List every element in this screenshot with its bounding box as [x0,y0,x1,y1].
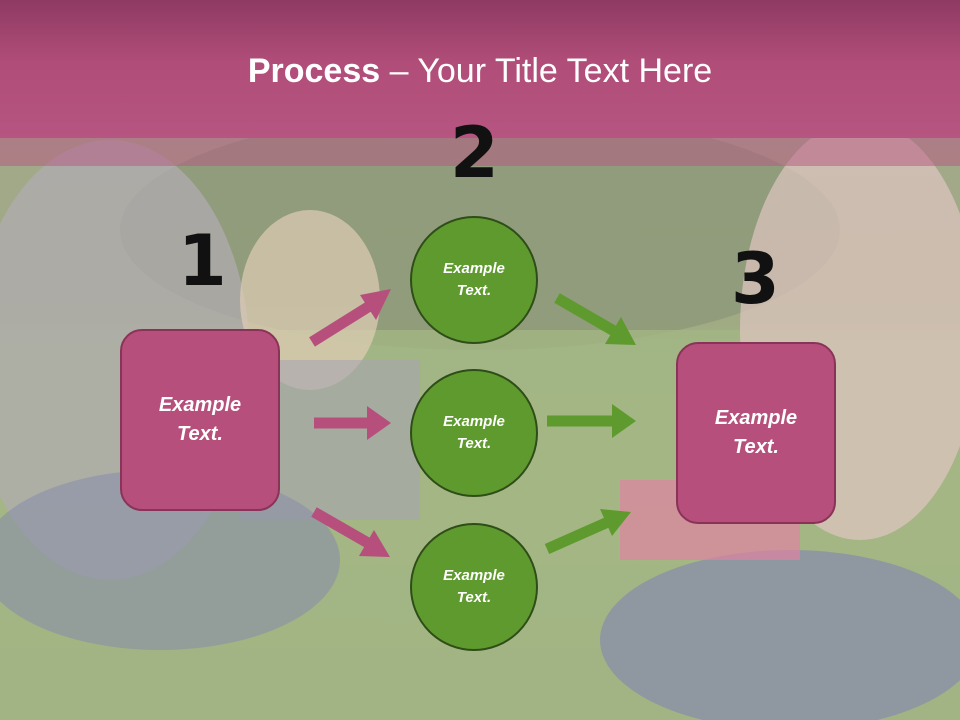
arrow-middle-to-right [547,404,636,438]
circle-top-line1: Example [443,259,505,277]
circle-bottom-line1: Example [443,566,505,584]
arrow-top-to-right [554,293,636,345]
title-bold: Process [247,52,381,90]
title-rest: – Your Title Text Here [380,52,713,90]
circle-middle-line1: Example [443,412,505,430]
right-box-line1: Example [714,407,798,429]
left-box-line1: Example [158,394,242,416]
right-box-line2: Text. [733,436,779,458]
step-number-3: 3 [731,238,780,320]
circle-top-line2: Text. [456,282,492,299]
title-bar [0,0,960,138]
step-number-1: 1 [178,220,227,302]
left-box-line2: Text. [177,423,223,445]
step-number-2: 2 [450,112,499,194]
title-band [0,138,960,166]
slide-title: Process – Your Title Text Here [0,52,960,91]
arrow-bottom-to-right [544,509,631,555]
circle-bottom-line2: Text. [456,589,492,606]
arrow-left-to-bottom [311,507,390,557]
circle-middle-line2: Text. [456,435,492,452]
arrow-left-to-middle [314,406,391,440]
arrow-left-to-top [309,289,391,347]
